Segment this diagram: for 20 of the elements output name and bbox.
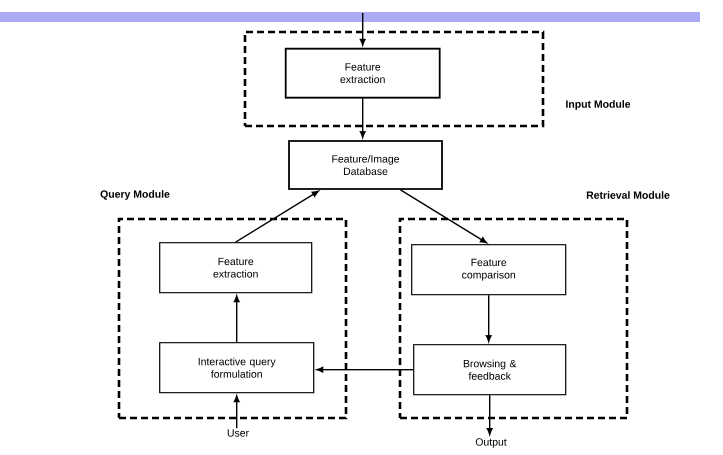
module-heading: Query Module xyxy=(100,190,170,200)
process-box: Feature/Image Database xyxy=(288,140,443,190)
io-label: User xyxy=(228,429,249,437)
arrow xyxy=(486,295,492,342)
process-box: Feature comparison xyxy=(411,244,566,296)
arrow xyxy=(234,295,240,342)
arrow xyxy=(235,190,319,243)
process-box: Browsing & feedback xyxy=(413,344,566,396)
arrow xyxy=(486,395,493,435)
arrow xyxy=(360,13,366,46)
arrow xyxy=(360,98,366,138)
arrow xyxy=(400,189,488,244)
process-box: Feature extraction xyxy=(159,242,312,294)
io-label: Output xyxy=(476,438,507,448)
module-heading: Input Module xyxy=(566,100,630,110)
process-box: Interactive query formulation xyxy=(159,342,314,394)
process-box: Feature extraction xyxy=(284,48,441,99)
module-heading: Retrieval Module xyxy=(586,191,670,199)
arrow xyxy=(234,395,240,428)
arrow xyxy=(316,366,414,373)
